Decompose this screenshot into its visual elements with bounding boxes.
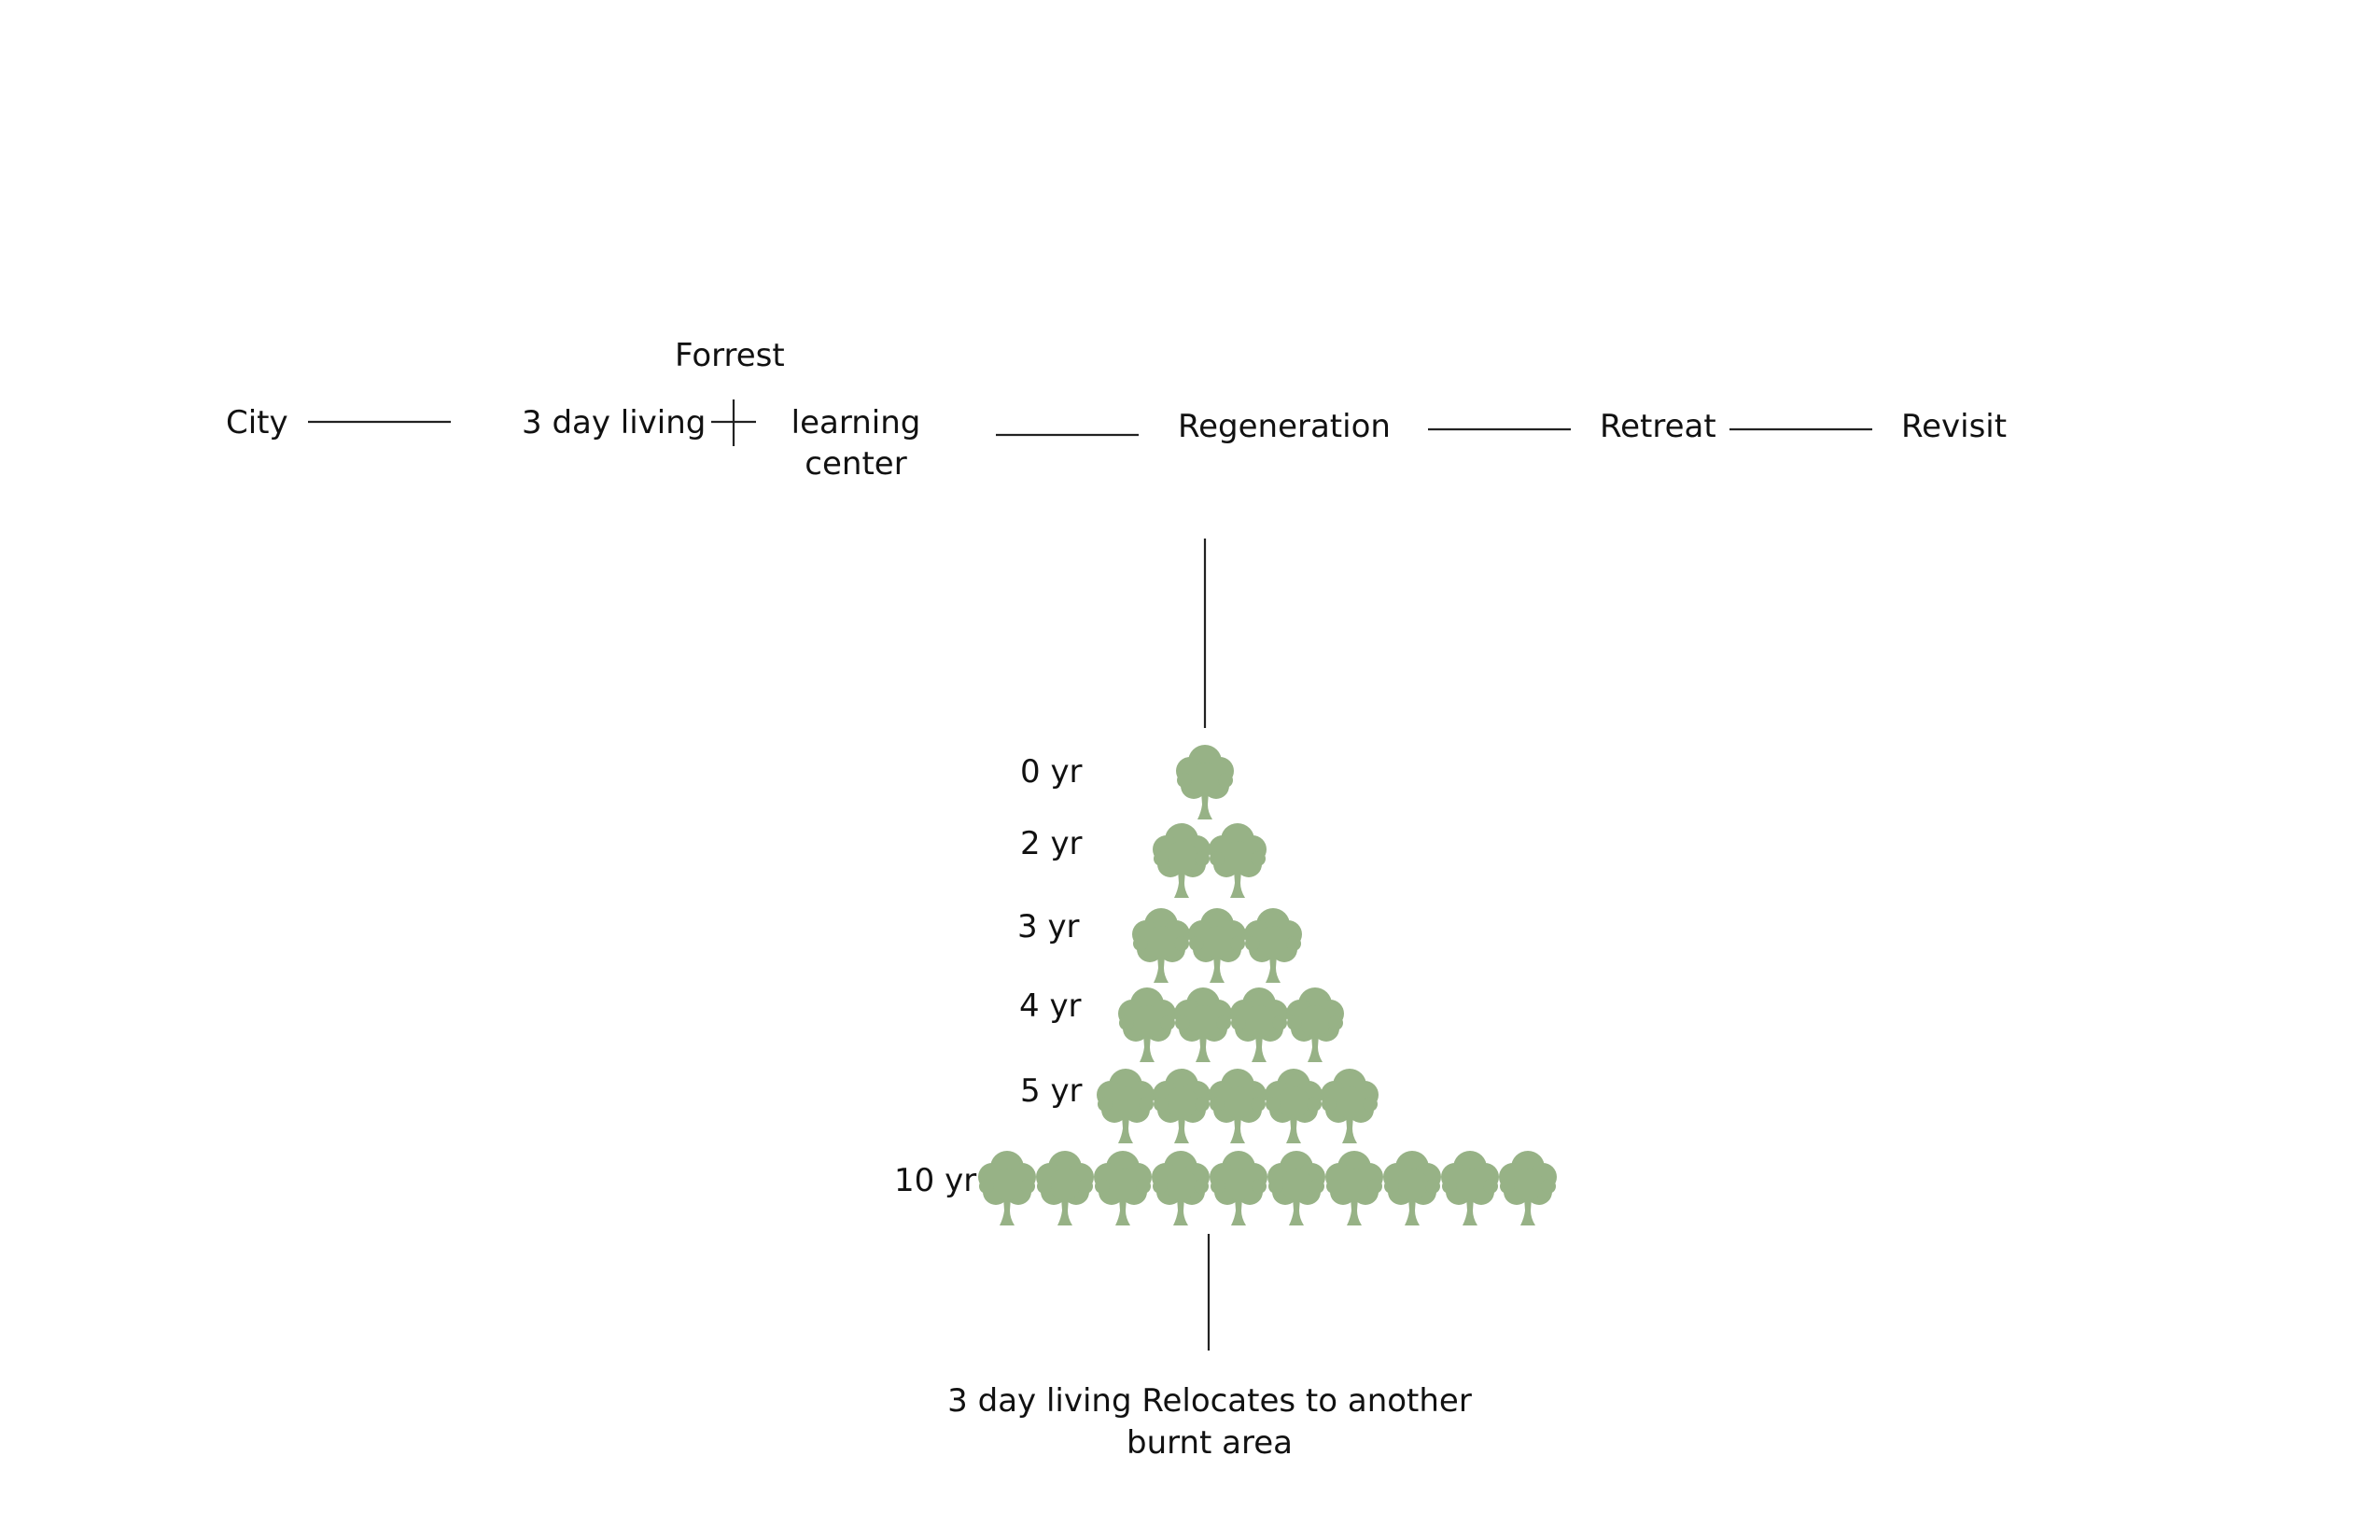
tree-icon (1153, 823, 1211, 898)
growth-year-label: 5 yr (1020, 1072, 1083, 1110)
tree-icon (1176, 745, 1234, 819)
growth-year-label: 4 yr (1019, 987, 1082, 1025)
tree-icon (1209, 823, 1267, 898)
tree-icon (1267, 1151, 1325, 1225)
growth-year-label: 2 yr (1020, 825, 1083, 862)
learning-center-line2: center (805, 445, 906, 483)
tree-icon (1321, 1069, 1379, 1143)
tree-icon (1286, 987, 1344, 1062)
forrest-label: Forrest (675, 337, 785, 374)
growth-row: 10 yr (894, 1151, 1557, 1225)
growth-pyramid: 0 yr 2 yr 3 yr 4 yr 5 yr 10 yr (894, 745, 1557, 1225)
tree-icon (1036, 1151, 1094, 1225)
relocation-text-line1: 3 day living Relocates to another (947, 1382, 1472, 1420)
three-day-living-label: 3 day living (522, 404, 706, 441)
learning-center-line1: learning (791, 404, 921, 441)
tree-icon (1441, 1151, 1499, 1225)
retreat-label: Retreat (1600, 408, 1716, 445)
growth-row: 0 yr (1020, 745, 1234, 819)
regeneration-label: Regeneration (1178, 408, 1391, 445)
tree-icon (1152, 1151, 1210, 1225)
tree-icon (1188, 908, 1246, 983)
tree-icon (1153, 1069, 1211, 1143)
revisit-label: Revisit (1901, 408, 2007, 445)
growth-year-label: 10 yr (894, 1162, 976, 1199)
tree-icon (1325, 1151, 1383, 1225)
tree-icon (1383, 1151, 1441, 1225)
tree-icon (1265, 1069, 1323, 1143)
tree-icon (1209, 1069, 1267, 1143)
tree-icon (1230, 987, 1288, 1062)
tree-icon (1132, 908, 1190, 983)
relocation-text-line2: burnt area (1127, 1424, 1293, 1462)
tree-icon (1210, 1151, 1267, 1225)
tree-icon (1094, 1151, 1152, 1225)
growth-year-label: 3 yr (1017, 908, 1080, 945)
growth-row: 2 yr (1020, 823, 1267, 898)
tree-icon (1244, 908, 1302, 983)
growth-row: 5 yr (1020, 1069, 1379, 1143)
tree-icon (1097, 1069, 1155, 1143)
growth-row: 3 yr (1017, 908, 1302, 983)
growth-year-label: 0 yr (1020, 753, 1083, 791)
growth-row: 4 yr (1019, 987, 1344, 1062)
tree-icon (1174, 987, 1232, 1062)
city-label: City (226, 404, 288, 441)
tree-icon (1499, 1151, 1557, 1225)
tree-icon (1118, 987, 1176, 1062)
tree-icon (978, 1151, 1036, 1225)
